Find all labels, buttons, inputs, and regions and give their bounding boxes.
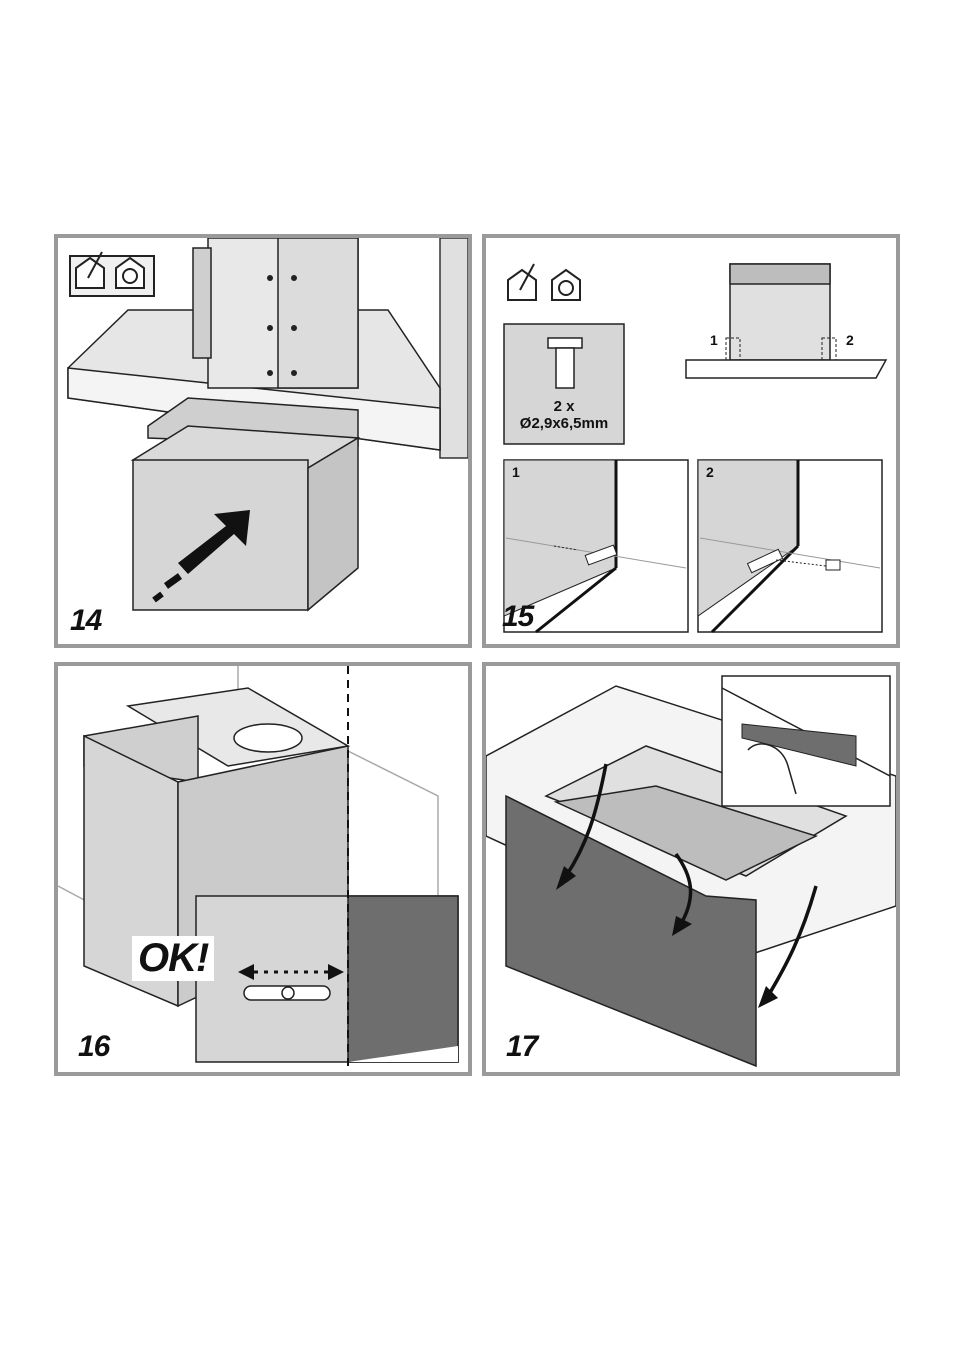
illustration-step-16	[58, 666, 468, 1072]
detail-label-2: 2	[706, 464, 714, 480]
screw-quantity: 2 x	[500, 398, 628, 415]
step-number-17: 17	[506, 1030, 537, 1064]
illustration-step-14	[58, 238, 468, 644]
panel-step-16: OK! 16	[54, 662, 472, 1076]
illustration-step-15	[486, 238, 896, 644]
overview-marker-1: 1	[710, 332, 718, 348]
overview-marker-2: 2	[846, 332, 854, 348]
illustration-step-17	[486, 666, 896, 1072]
screw-spec-label: 2 x Ø2,9x6,5mm	[500, 398, 628, 432]
ok-confirmation: OK!	[132, 936, 214, 981]
screw-size: Ø2,9x6,5mm	[500, 415, 628, 432]
panel-step-15: 2 x Ø2,9x6,5mm 1 2 1 2 15	[482, 234, 900, 648]
step-number-16: 16	[78, 1030, 109, 1064]
panel-step-17: 17	[482, 662, 900, 1076]
step-number-15: 15	[502, 600, 533, 634]
detail-label-1: 1	[512, 464, 520, 480]
panel-step-14: 14	[54, 234, 472, 648]
step-number-14: 14	[70, 604, 101, 638]
